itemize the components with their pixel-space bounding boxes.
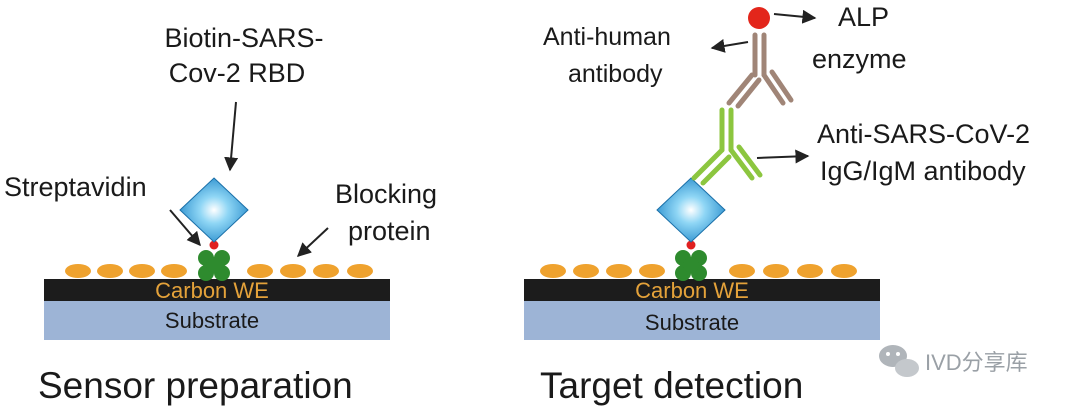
carbon-we-layer-right <box>524 279 880 301</box>
streptavidin-arrow <box>169 209 201 247</box>
blocking-protein <box>313 264 339 278</box>
blocking-protein <box>763 264 789 278</box>
biotin-rbd-label: Biotin-SARS- <box>164 23 323 53</box>
anti-sars-label-line2: IgG/IgM antibody <box>820 156 1026 186</box>
blocking-arrow <box>296 227 329 257</box>
substrate-layer-right <box>524 300 880 340</box>
blocking-protein <box>797 264 823 278</box>
streptavidin-label: Streptavidin <box>4 172 147 202</box>
rbd-diamond-right <box>656 177 726 243</box>
alp-label-line2: enzyme <box>812 44 907 74</box>
anti-sars-label: Anti-SARS-CoV-2 <box>817 119 1030 149</box>
watermark-text: IVD分享库 <box>925 350 1028 375</box>
blocking-protein <box>280 264 306 278</box>
igg-igm-antibody <box>691 107 763 186</box>
streptavidin-left <box>198 250 230 281</box>
blocking-protein <box>540 264 566 278</box>
blocking-protein <box>573 264 599 278</box>
carbon-we-label-left: Carbon WE <box>155 278 269 303</box>
streptavidin-right <box>675 250 707 281</box>
substrate-label-left: Substrate <box>165 308 259 333</box>
rbd-diamond-left <box>179 177 249 243</box>
blocking-protein-label-line2: protein <box>348 216 431 246</box>
anti-human-label-line2: antibody <box>568 60 663 88</box>
alp-enzyme-dot <box>748 7 770 29</box>
blocking-protein <box>606 264 632 278</box>
substrate-layer-left <box>44 300 390 340</box>
carbon-we-label-right: Carbon WE <box>635 278 749 303</box>
blocking-protein <box>729 264 755 278</box>
blocking-protein <box>97 264 123 278</box>
biotin-arrow <box>224 101 239 172</box>
anti-human-antibody <box>726 32 794 109</box>
blocking-protein-label: Blocking <box>335 179 437 209</box>
blocking-protein <box>831 264 857 278</box>
blocking-protein <box>347 264 373 278</box>
biotin-rbd-label-line2: Cov-2 RBD <box>169 58 306 88</box>
anti-human-arrow <box>710 39 749 53</box>
blocking-protein <box>65 264 91 278</box>
caption-right: Target detection <box>540 365 803 406</box>
caption-left: Sensor preparation <box>38 365 353 406</box>
blocking-protein <box>129 264 155 278</box>
biotin-dot-left <box>209 240 219 250</box>
right-panel: Substrate Carbon WE <box>524 2 1030 406</box>
alp-arrow <box>773 9 817 24</box>
blocking-proteins-right <box>540 264 857 278</box>
alp-label: ALP <box>838 2 889 32</box>
anti-sars-arrow <box>756 149 810 164</box>
blocking-protein <box>639 264 665 278</box>
wechat-icon <box>879 345 919 377</box>
carbon-we-layer-left <box>44 279 390 301</box>
blocking-proteins-left <box>65 264 373 278</box>
substrate-label-right: Substrate <box>645 310 739 335</box>
watermark: IVD分享库 <box>879 345 1028 377</box>
biotin-dot-right <box>686 240 696 250</box>
anti-human-label: Anti-human <box>543 23 671 51</box>
left-panel: Substrate Carbon WE Biotin-S <box>4 23 437 406</box>
blocking-protein <box>247 264 273 278</box>
blocking-protein <box>161 264 187 278</box>
